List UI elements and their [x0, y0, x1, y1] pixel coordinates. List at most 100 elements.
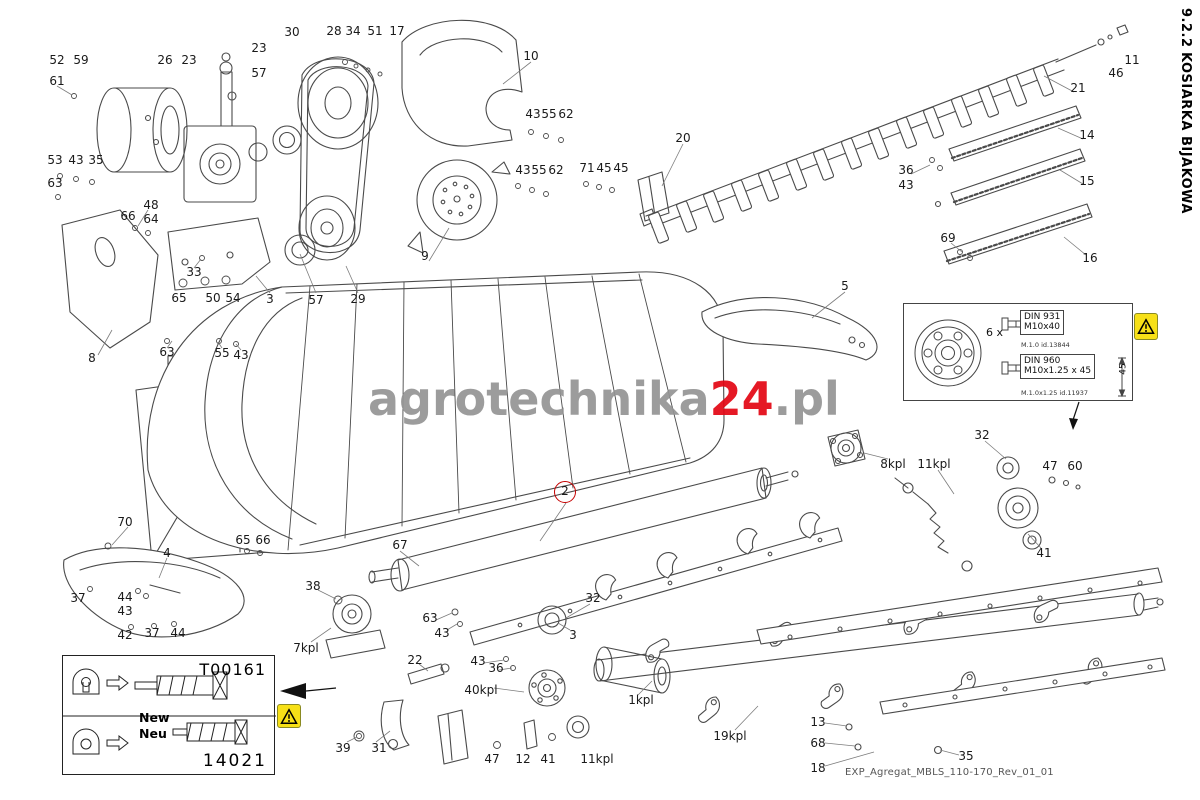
part-callout-54: 54 [225, 291, 241, 305]
part-callout-47: 47 [1042, 459, 1058, 473]
part-callout-44: 44 [170, 626, 186, 640]
part-callout-51: 51 [367, 24, 383, 38]
part-callout-48: 48 [143, 198, 159, 212]
fastener-standard: DIN 960 [1024, 356, 1061, 366]
part-callout-61: 61 [49, 74, 65, 88]
new-part-code: 14021 [202, 751, 267, 771]
part-callout-43: 43 [434, 626, 450, 640]
warning-icon [1134, 313, 1158, 340]
blade-bar [469, 510, 843, 646]
part-callout-22: 22 [407, 653, 423, 667]
new-label-de: Neu [139, 725, 167, 741]
part-callout-60: 60 [1067, 459, 1083, 473]
part-callout-2: 2 [554, 481, 576, 503]
watermark-highlight: 24 [709, 372, 774, 426]
rear-flap [701, 297, 878, 361]
fastener-note-2: M.1.0x1.25 id.11937 [1021, 389, 1089, 397]
part-callout-66: 66 [120, 209, 136, 223]
watermark-prefix: agrotechnika [368, 372, 710, 426]
part-callout-43: 43 [898, 178, 914, 192]
part-callout-45: 45 [613, 161, 629, 175]
bearing-tensioner-assembly [827, 429, 1081, 572]
warning-icon [277, 704, 301, 728]
part-callout-55: 55 [531, 163, 547, 177]
part-callout-13: 13 [810, 715, 826, 729]
fastener-standard: DIN 931 [1024, 312, 1061, 322]
part-callout-65: 65 [171, 291, 187, 305]
part-callout-3: 3 [266, 292, 274, 306]
part-callout-44: 44 [117, 590, 133, 604]
part-callout-28: 28 [326, 24, 342, 38]
part-callout-11: 11 [1124, 53, 1140, 67]
pointer-arrows [280, 401, 1080, 699]
part-callout-37: 37 [144, 626, 160, 640]
part-callout-31: 31 [371, 741, 387, 755]
part-callout-59: 59 [73, 53, 89, 67]
new-part-label: New Neu [139, 710, 170, 741]
part-callout-8: 8 [88, 351, 96, 365]
part-callout-3: 3 [569, 628, 577, 642]
part-callout-65: 65 [235, 533, 251, 547]
part-callout-47: 47 [484, 752, 500, 766]
part-callout-69: 69 [940, 231, 956, 245]
part-callout-55: 55 [541, 107, 557, 121]
fastener-size: M10x40 [1024, 322, 1060, 333]
part-callout-43: 43 [117, 604, 133, 618]
part-callout-18: 18 [810, 761, 826, 775]
part-callout-32: 32 [974, 428, 990, 442]
part-callout-34: 34 [345, 24, 361, 38]
part-callout-20: 20 [675, 131, 691, 145]
section-number: 9.2.2 [1178, 8, 1193, 48]
part-callout-9: 9 [421, 249, 429, 263]
part-callout-52: 52 [49, 53, 65, 67]
drawing-code: EXP_Agregat_MBLS_110-170_Rev_01_01 [845, 767, 1054, 778]
knife-bars [934, 105, 1093, 265]
section-title: KOSIARKA BIJAKOWA [1178, 52, 1193, 214]
part-callout-57: 57 [251, 66, 267, 80]
part-callout-71: 71 [579, 161, 595, 175]
part-callout-1kpl: 1kpl [628, 693, 654, 707]
part-callout-12: 12 [515, 752, 531, 766]
fastener-size: M10x1.25 x 45 [1024, 366, 1092, 377]
part-callout-11kpl: 11kpl [580, 752, 614, 766]
part-callout-45: 45 [596, 161, 612, 175]
skid-bars [756, 567, 1166, 755]
part-callout-57: 57 [308, 293, 324, 307]
part-callout-35: 35 [88, 153, 104, 167]
part-callout-4: 4 [163, 546, 171, 560]
part-callout-23: 23 [181, 53, 197, 67]
part-callout-66: 66 [255, 533, 271, 547]
part-callout-41: 41 [540, 752, 556, 766]
part-callout-19kpl: 19kpl [713, 729, 747, 743]
fastener-spec-1: DIN 931 M10x40 [1020, 310, 1065, 335]
part-callout-23: 23 [251, 41, 267, 55]
part-callout-21: 21 [1070, 81, 1086, 95]
part-callout-63: 63 [159, 345, 175, 359]
support-roller [368, 467, 799, 592]
part-callout-36: 36 [488, 661, 504, 675]
drive-assembly [61, 52, 379, 349]
part-callout-67: 67 [392, 538, 408, 552]
part-callout-39: 39 [335, 741, 351, 755]
part-callout-40kpl: 40kpl [464, 683, 498, 697]
part-callout-70: 70 [117, 515, 133, 529]
fastener-spec-2: DIN 960 M10x1.25 x 45 [1020, 354, 1096, 379]
part-callout-62: 62 [548, 163, 564, 177]
part-callout-7kpl: 7kpl [293, 641, 319, 655]
part-callout-37: 37 [70, 591, 86, 605]
part-callout-63: 63 [47, 176, 63, 190]
part-callout-63: 63 [422, 611, 438, 625]
new-label-en: New [139, 710, 170, 725]
part-callout-29: 29 [350, 292, 366, 306]
part-callout-50: 50 [205, 291, 221, 305]
part-callout-43: 43 [68, 153, 84, 167]
fastener-quantity: 6 x [986, 326, 1004, 339]
part-callout-43: 43 [525, 107, 541, 121]
part-callout-46: 46 [1108, 66, 1124, 80]
part-callout-16: 16 [1082, 251, 1098, 265]
part-callout-55: 55 [214, 346, 230, 360]
part-callout-42: 42 [117, 628, 133, 642]
part-callout-15: 15 [1079, 174, 1095, 188]
